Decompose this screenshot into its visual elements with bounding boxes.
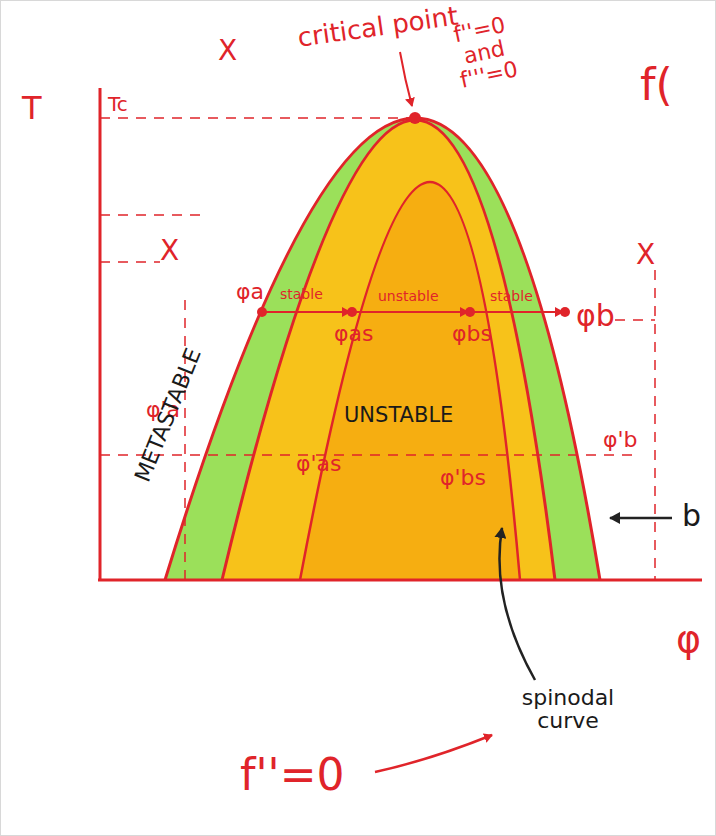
binodal-curve (165, 118, 600, 580)
unstable-core-fill (300, 182, 520, 580)
mark: X (218, 36, 237, 65)
mark: X (636, 240, 655, 269)
region-label: UNSTABLE (344, 404, 453, 426)
inner-curve (300, 182, 520, 580)
composition-label: φbs (452, 322, 492, 345)
composition-label: φ'as (296, 452, 342, 475)
spinodal-curve (222, 120, 555, 580)
callout: b (682, 500, 701, 532)
composition-label: φas (334, 322, 373, 345)
metastable-fill (165, 118, 600, 580)
region-tag: unstable (378, 289, 439, 304)
phi-axis (98, 579, 702, 582)
region-tag: stable (280, 287, 323, 302)
binodal-leader (610, 517, 672, 520)
tie-line (257, 307, 570, 317)
function-label: f( (640, 62, 673, 108)
region-label: METASTABLE (131, 345, 205, 485)
composition-label: φ'b (603, 428, 638, 451)
composition-label: φ'bs (440, 466, 486, 489)
axis-tick-label: Tc (108, 94, 128, 115)
callout: spinodal curve (508, 686, 628, 732)
axis-label: φ (676, 620, 701, 660)
mark: X (160, 236, 179, 265)
t-axis (99, 88, 102, 580)
fpp-arrow (375, 735, 492, 772)
composition-label: φb (576, 300, 615, 332)
spinodal-leader (499, 528, 535, 680)
region-tag: stable (490, 289, 533, 304)
axis-label: T (22, 92, 42, 126)
composition-label: φa (236, 280, 264, 303)
condition: f''=0 (240, 752, 345, 798)
unstable-fill (222, 120, 555, 580)
guide-lines (100, 118, 655, 580)
critical-point-leader (400, 52, 412, 106)
annotation: critical point (296, 3, 460, 53)
critical-point-dot (409, 112, 421, 124)
